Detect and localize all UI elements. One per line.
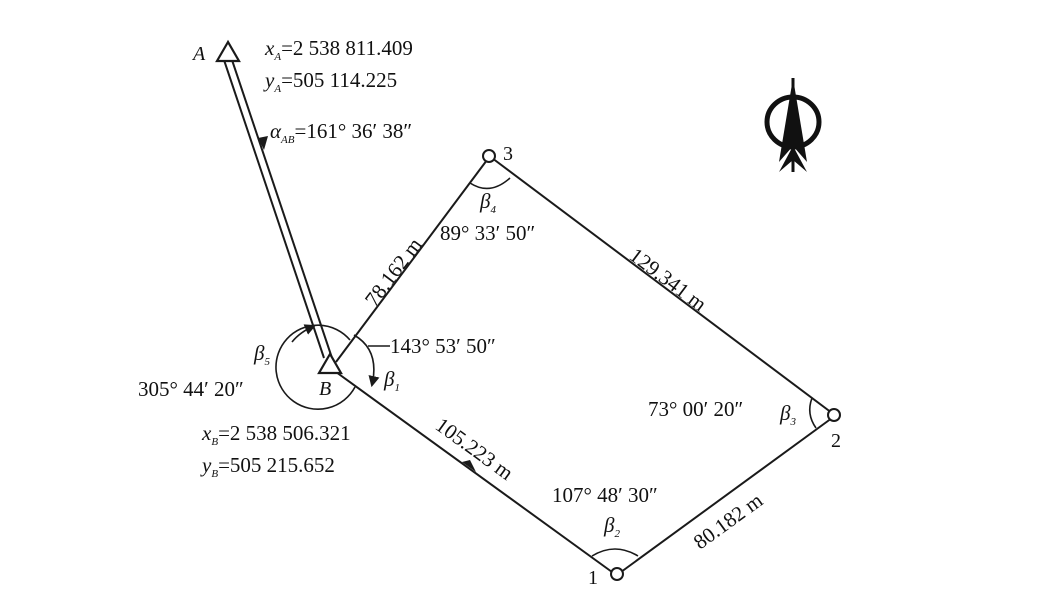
distance-3-2: 129.341 m	[625, 243, 711, 316]
point-a-marker	[215, 39, 241, 63]
angle-label-b1: β1	[383, 367, 400, 394]
angle-arc-b4	[469, 177, 511, 190]
label-point-b: B	[319, 378, 331, 400]
line-b-1	[335, 371, 613, 573]
angle-arc-b2	[591, 548, 639, 557]
angle-value-b5: 305° 44′ 20″	[138, 377, 244, 401]
coord-yb: yB=505 215.652	[200, 453, 335, 480]
angle-label-b4: β4	[479, 189, 496, 216]
point-2-marker	[827, 408, 841, 422]
angle-value-b1: 143° 53′ 50″	[390, 334, 496, 358]
angle-value-b2: 107° 48′ 30″	[552, 483, 658, 507]
distance-b-3: 78.162 m	[360, 233, 427, 311]
distance-b-1: 105.223 m	[431, 413, 518, 485]
azimuth-ab: αAB=161° 36′ 38″	[270, 119, 412, 146]
angle-label-b3: β3	[779, 401, 796, 428]
angle-arc-b3	[808, 397, 817, 429]
angle-label-b2: β2	[603, 513, 620, 540]
point-1-marker	[610, 567, 624, 581]
angle-arc-b5	[275, 324, 356, 410]
label-point-a: A	[191, 43, 206, 65]
line-2-1	[620, 417, 833, 573]
coord-xb: xB=2 538 506.321	[201, 421, 351, 448]
coord-ya: yA=505 114.225	[263, 68, 397, 95]
line-a-b	[223, 59, 333, 359]
north-arrow-icon	[764, 78, 822, 172]
label-point-1: 1	[588, 567, 598, 589]
angle-value-b4: 89° 33′ 50″	[440, 221, 535, 245]
angle-value-b3: 73° 00′ 20″	[648, 397, 743, 421]
label-point-3: 3	[503, 143, 513, 165]
label-point-2: 2	[831, 430, 841, 452]
angle-label-b5: β5	[253, 341, 270, 368]
angle-arc-b1	[353, 334, 380, 388]
point-b-marker	[317, 351, 343, 375]
coord-xa: xA=2 538 811.409	[264, 36, 413, 63]
line-b-3	[335, 159, 488, 363]
distance-1-2: 80.182 m	[689, 488, 767, 554]
line-3-2	[491, 157, 833, 414]
point-3-marker	[482, 149, 496, 163]
angle-arc-b5-arrow	[291, 324, 317, 343]
direction-arrow-b-1	[462, 460, 476, 472]
